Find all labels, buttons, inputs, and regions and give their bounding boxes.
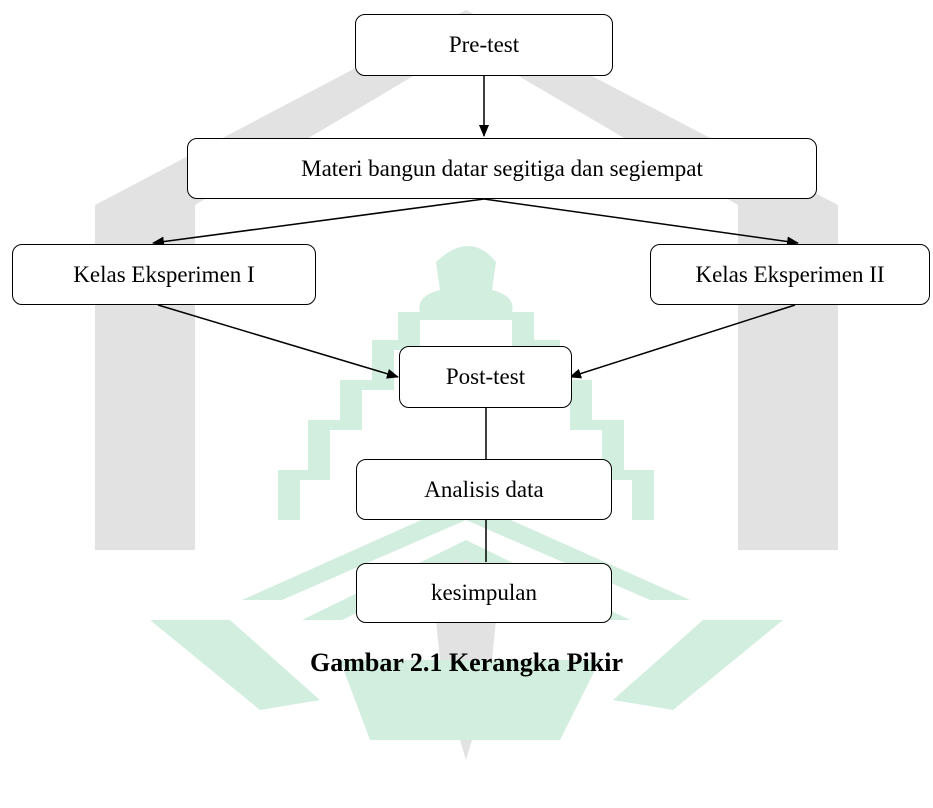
node-materi: Materi bangun datar segitiga dan segiemp… <box>187 138 817 199</box>
node-eksperimen1: Kelas Eksperimen I <box>12 244 316 305</box>
node-posttest: Post-test <box>399 346 572 408</box>
arrow-materi-to-eksperimen1 <box>152 198 485 247</box>
node-kesimpulan-label: kesimpulan <box>430 580 538 605</box>
arrow-materi-to-eksperimen2 <box>483 198 799 247</box>
arrow-eksperimen1-to-posttest <box>157 304 399 379</box>
node-posttest-label: Post-test <box>445 364 526 389</box>
node-analisis: Analisis data <box>356 459 612 520</box>
node-analisis-label: Analisis data <box>424 476 544 502</box>
node-pretest: Pre-test <box>355 14 613 76</box>
figure-caption: Gambar 2.1 Kerangka Pikir <box>310 648 623 677</box>
node-pretest-label: Pre-test <box>448 32 520 57</box>
arrow-eksperimen2-to-posttest <box>569 304 796 379</box>
node-eksperimen1-label: Kelas Eksperimen I <box>73 261 255 287</box>
node-eksperimen2: Kelas Eksperimen II <box>650 244 930 305</box>
node-materi-label: Materi bangun datar segitiga dan segiemp… <box>301 155 703 181</box>
node-eksperimen2-label: Kelas Eksperimen II <box>695 261 885 287</box>
node-kesimpulan: kesimpulan <box>356 563 612 623</box>
